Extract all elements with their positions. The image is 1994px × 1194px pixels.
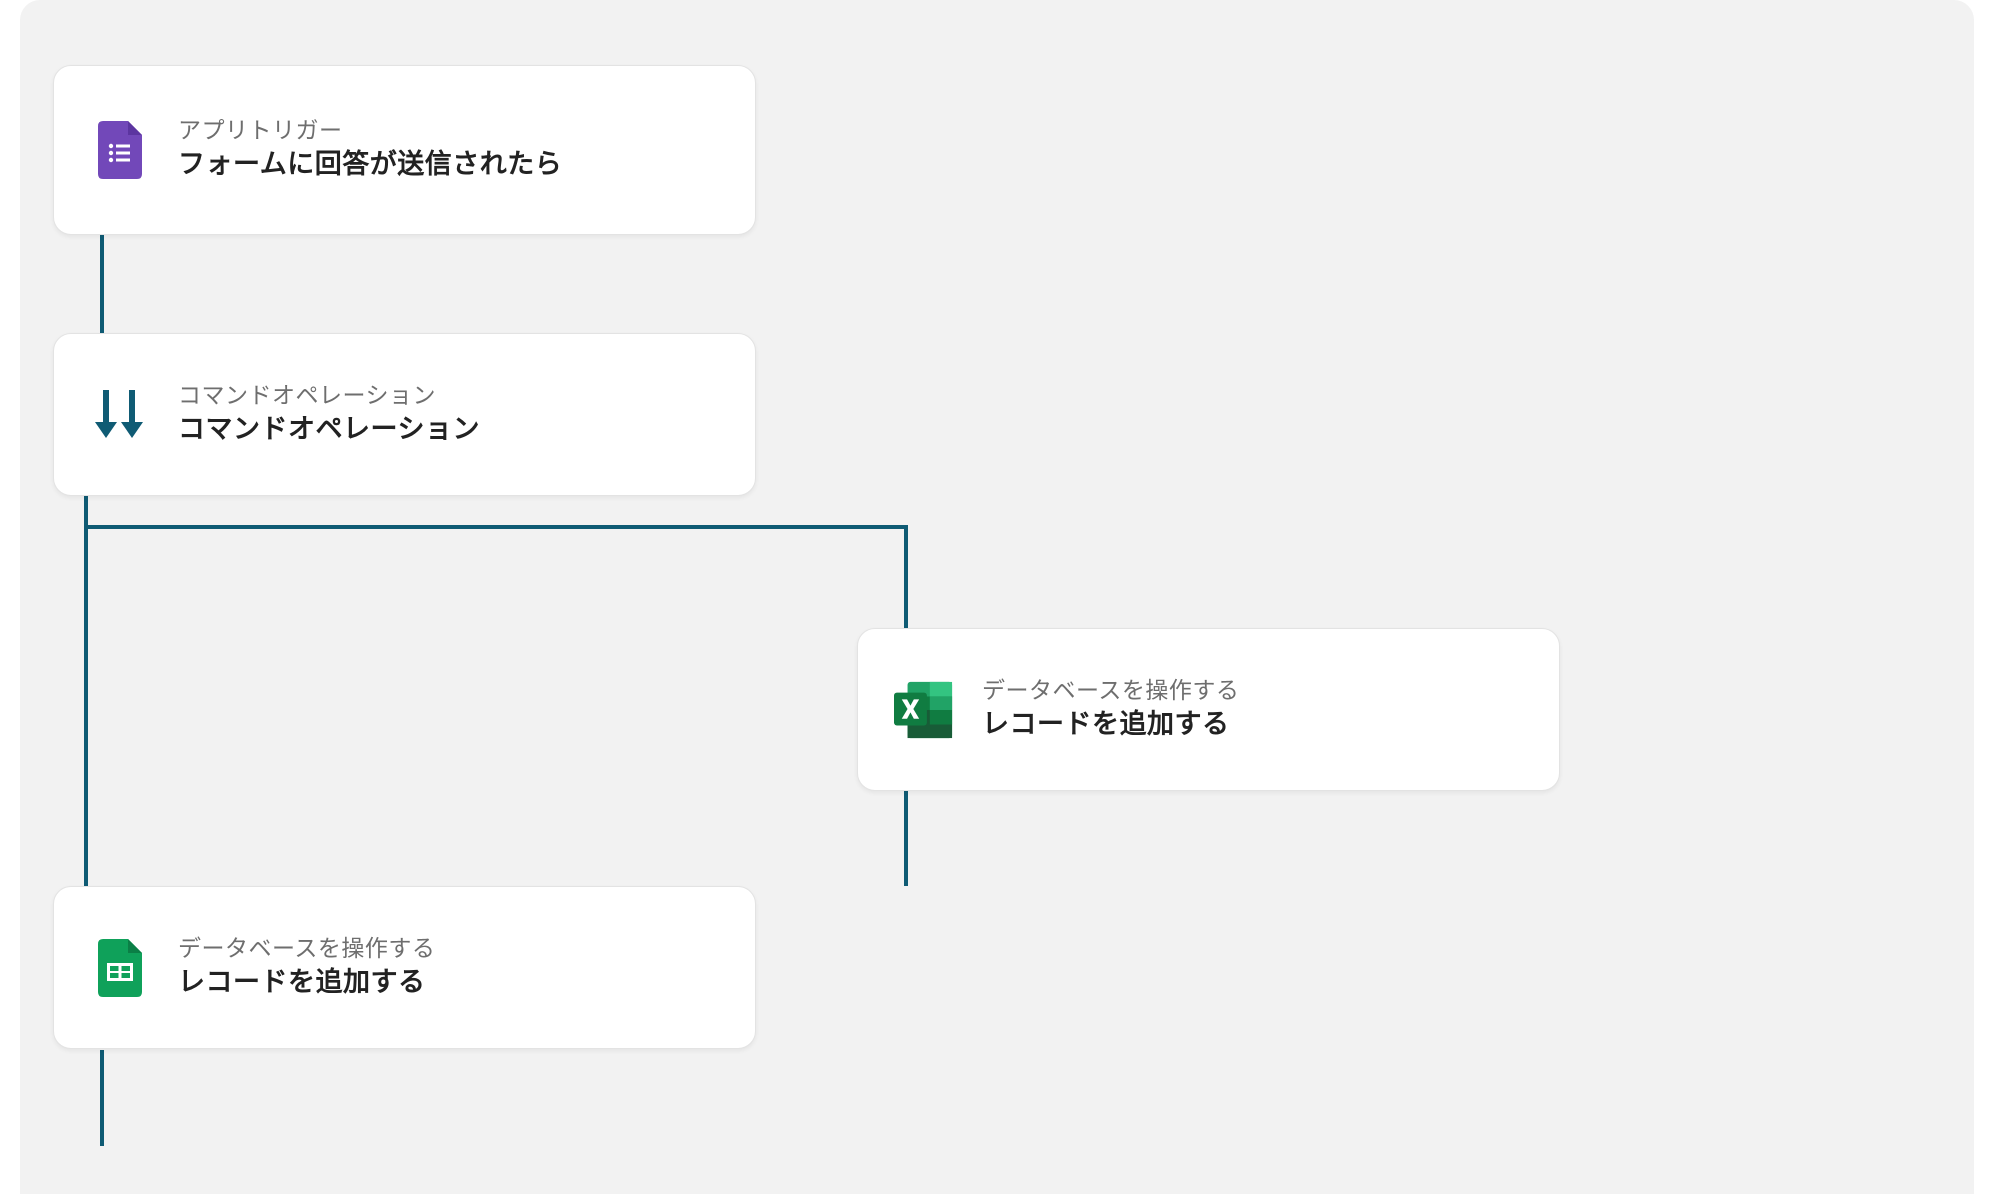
step-title: レコードを追加する: [982, 708, 1230, 740]
step-title: コマンドオペレーション: [178, 413, 480, 445]
step-subtitle: コマンドオペレーション: [178, 382, 437, 409]
step-card-sheets-add-record[interactable]: データベースを操作する レコードを追加する: [53, 886, 756, 1049]
step-subtitle: アプリトリガー: [178, 118, 343, 144]
connector-command-branch-vertical: [84, 494, 88, 888]
connector-branch-to-excel: [904, 525, 908, 628]
connector-sheets-down: [100, 1050, 104, 1146]
step-title: フォームに回答が送信されたら: [178, 149, 563, 180]
connector-excel-down: [904, 790, 908, 886]
connector-branch-horizontal: [84, 525, 908, 529]
step-title: レコードを追加する: [178, 966, 426, 998]
microsoft-excel-icon: [894, 680, 954, 740]
step-card-excel-add-record[interactable]: データベースを操作する レコードを追加する: [857, 628, 1560, 791]
flow-canvas: アプリトリガー フォームに回答が送信されたら コマンドオペレーション コマンドオ…: [20, 0, 1974, 1194]
connector-trigger-to-command: [100, 232, 104, 334]
google-forms-icon: [90, 120, 150, 180]
command-operation-arrows-icon: [90, 385, 150, 445]
step-subtitle: データベースを操作する: [982, 677, 1240, 704]
step-subtitle: データベースを操作する: [178, 935, 436, 962]
google-sheets-icon: [90, 938, 150, 998]
step-card-command-operation[interactable]: コマンドオペレーション コマンドオペレーション: [53, 333, 756, 496]
step-card-form-trigger[interactable]: アプリトリガー フォームに回答が送信されたら: [53, 65, 756, 235]
